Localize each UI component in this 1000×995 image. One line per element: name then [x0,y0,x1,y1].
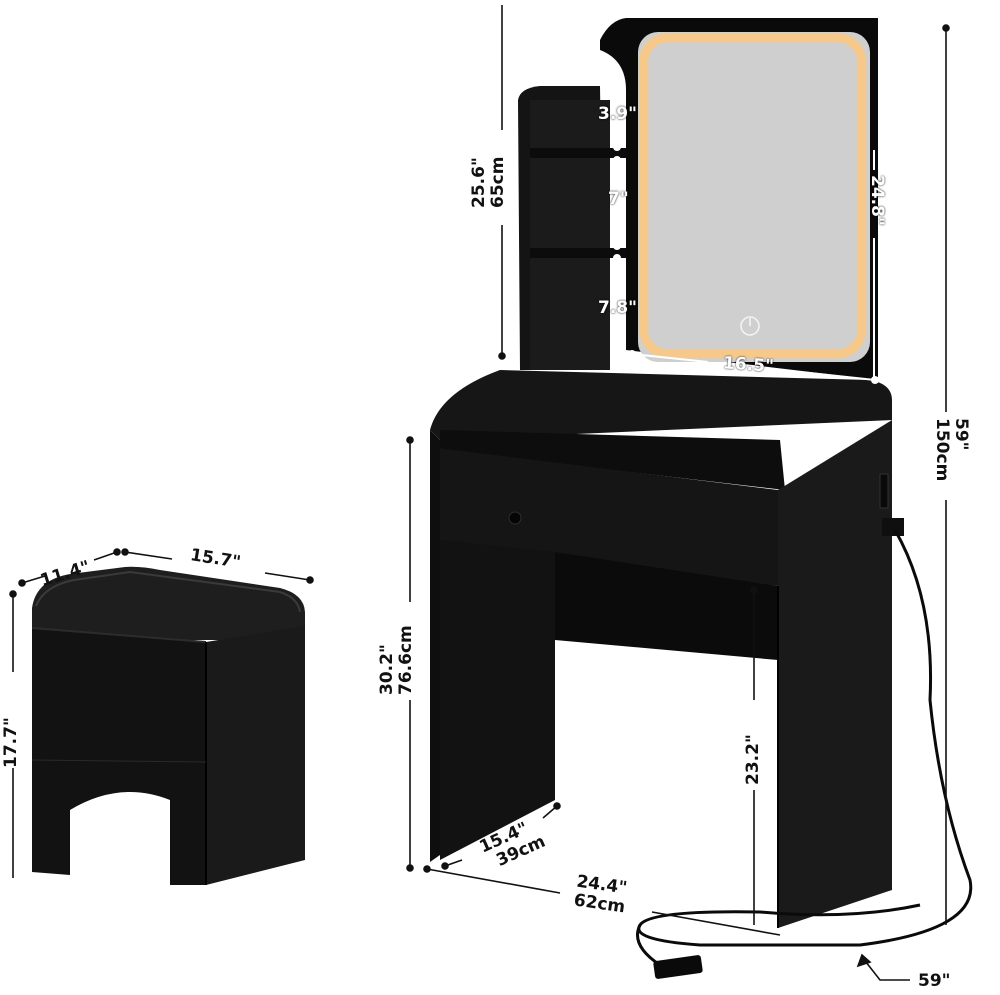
total-height-label: 59" 150cm [932,418,971,482]
vanity [430,18,973,979]
knob-icon [508,511,522,525]
desk-height-metric: 76.6cm [396,625,416,695]
mirror-height-label: 24.8" [867,175,887,226]
width-label: 24.4" 62cm [573,872,629,918]
stool-height-label: 17.7" [1,717,21,768]
cord-length-label: 59" [918,971,951,991]
total-height-imperial: 59" [951,418,971,451]
shelf-gap-top: 3.9" [598,104,637,124]
mirror-width-label: 16.5" [722,353,775,377]
dimension-lines [9,5,950,981]
knee-clearance-label: 23.2" [743,734,763,785]
shelf-gap-middle: 7" [608,189,629,209]
hutch-height-metric: 65cm [488,156,508,208]
plug-icon [636,924,703,979]
mirror-dimension-lines [613,78,879,384]
stool [31,566,305,885]
hutch-height-label: 25.6" 65cm [469,156,508,208]
power-outlet-icon [879,473,889,509]
shelf-gap-bottom: 7.8" [598,298,637,318]
desk-height-label: 30.2" 76.6cm [377,625,416,695]
hutch-height-imperial: 25.6" [469,157,489,208]
desk-height-imperial: 30.2" [377,644,397,695]
total-height-metric: 150cm [932,418,952,482]
power-icon [740,316,760,336]
